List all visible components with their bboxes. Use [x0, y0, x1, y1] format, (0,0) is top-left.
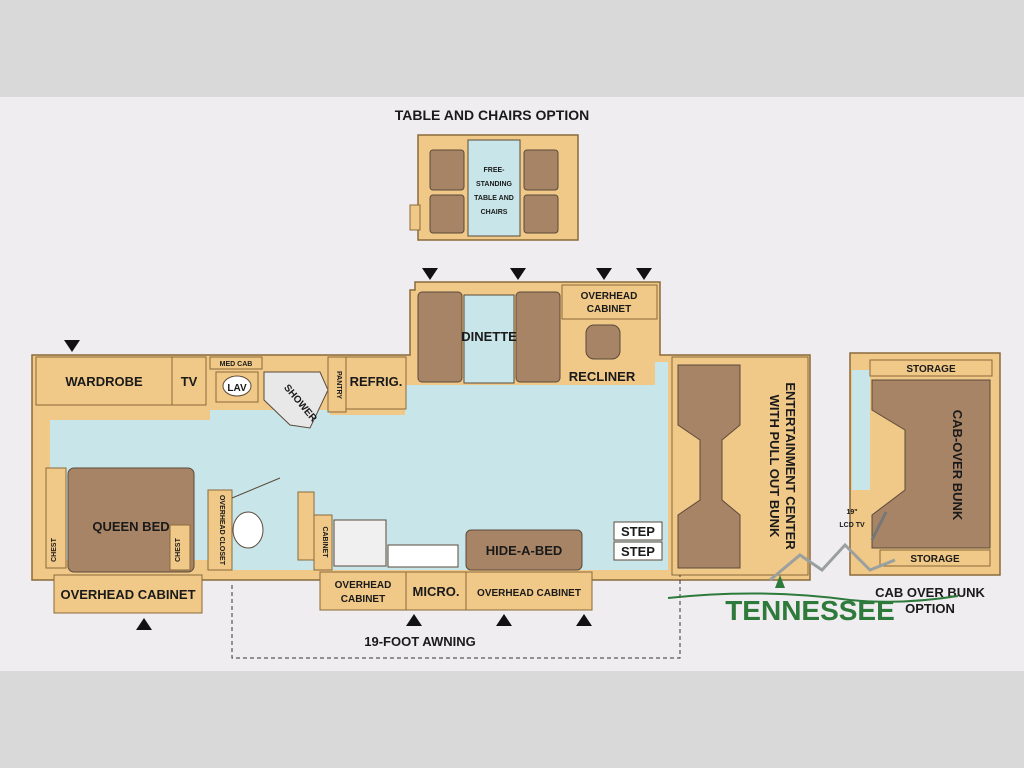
overhead-cabinet-top	[561, 284, 658, 320]
entertainment-label: WITH PULL OUT BUNK	[767, 395, 782, 538]
queen-bed	[67, 467, 195, 573]
closet-label: OVERHEAD CLOSET	[218, 495, 225, 566]
wardrobe-label: WARDROBE	[65, 374, 143, 389]
window-marker-icon	[136, 618, 152, 630]
hide-a-bed	[465, 529, 583, 571]
cabinet	[313, 514, 333, 571]
chair-icon	[429, 194, 465, 234]
table-label-line: FREE-	[484, 167, 506, 174]
cab-over-bunk-label: CAB-OVER BUNK	[950, 410, 965, 521]
cab-over-option: STORAGE CAB-OVER BUNK STORAGE 19" LCD TV…	[839, 352, 1001, 616]
dinette-seat-left	[417, 291, 463, 383]
step-label: STEP	[621, 524, 655, 539]
window-markers	[64, 268, 652, 630]
free-standing-table	[467, 139, 521, 237]
overhead-cabinet-label: OVERHEAD	[581, 291, 638, 302]
window-marker-icon	[510, 268, 526, 280]
dinette-table	[463, 294, 515, 384]
kitchen-sink-icon	[333, 519, 387, 567]
pantry-label: PANTRY	[335, 371, 342, 399]
main-floorplan: WARDROBE TV MED CAB LAV SHOWER PANTRY RE…	[31, 281, 811, 614]
table-option-title: TABLE AND CHAIRS OPTION	[395, 107, 589, 123]
bottom-band	[0, 671, 1024, 768]
wardrobe	[35, 356, 173, 406]
tennessee-logo: TENNESSEE	[667, 542, 959, 626]
overhead-cabinet-right	[465, 571, 593, 611]
overhead-cabinet-right-label: OVERHEAD CABINET	[477, 588, 581, 599]
closet	[207, 489, 233, 571]
stove-icon	[387, 544, 459, 568]
door-swing	[231, 477, 281, 499]
cab-over-option-label: OPTION	[905, 601, 955, 616]
overhead-cabinet-bed	[53, 574, 203, 614]
step-lower	[613, 541, 663, 561]
window-marker-icon	[64, 340, 80, 352]
sink-icon	[222, 375, 252, 397]
window-marker-icon	[422, 268, 438, 280]
table-label-line: STANDING	[476, 181, 513, 188]
storage-bottom	[879, 549, 991, 567]
overhead-cabinet-mid	[319, 571, 407, 611]
cab-over-bunk	[871, 379, 991, 549]
shower	[263, 371, 329, 429]
chest-right	[169, 524, 191, 571]
chest-left	[45, 467, 67, 569]
queen-bed-label: QUEEN BED	[92, 519, 169, 534]
awning-label: 19-FOOT AWNING	[364, 634, 475, 649]
overhead-cabinet-label: CABINET	[587, 304, 631, 315]
cabinet-label: CABINET	[321, 526, 328, 558]
storage-top	[869, 359, 993, 377]
top-band	[0, 0, 1024, 97]
chest-label: CHEST	[51, 537, 58, 561]
dinette-label: DINETTE	[461, 329, 517, 344]
window-marker-icon	[596, 268, 612, 280]
tv-label: TV	[181, 374, 198, 389]
lav-label: LAV	[227, 383, 247, 394]
window-marker-icon	[406, 614, 422, 626]
step-label: STEP	[621, 544, 655, 559]
recliner-icon	[585, 324, 621, 360]
table-label-line: CHAIRS	[481, 209, 508, 216]
dinette-seat-right	[515, 291, 561, 383]
window-marker-icon	[636, 268, 652, 280]
awning: 19-FOOT AWNING	[231, 575, 681, 659]
hide-a-bed-label: HIDE-A-BED	[486, 543, 563, 558]
tv-cabinet	[171, 356, 207, 406]
toilet-icon	[232, 511, 264, 549]
lcd-tv-label: LCD TV	[839, 522, 865, 529]
refrigerator	[345, 356, 407, 410]
refrig-label: REFRIG.	[350, 374, 403, 389]
tree-icon	[775, 575, 785, 588]
med-cab-label: MED CAB	[220, 361, 253, 368]
overhead-cabinet-bed-label: OVERHEAD CABINET	[60, 587, 195, 602]
step-upper	[613, 521, 663, 541]
med-cabinet	[209, 356, 263, 370]
storage-label: STORAGE	[906, 364, 956, 375]
brand-wordmark: TENNESSEE	[725, 595, 895, 626]
overhead-cabinet-mid-label: OVERHEAD	[335, 580, 392, 591]
pull-out-bunk	[677, 364, 741, 569]
chest-label: CHEST	[175, 537, 182, 561]
recliner-label: RECLINER	[569, 369, 636, 384]
chair-icon	[429, 149, 465, 191]
entertainment-label: ENTERTAINMENT CENTER	[783, 382, 798, 550]
table-label-line: TABLE AND	[474, 195, 514, 202]
chair-icon	[523, 194, 559, 234]
window-marker-icon	[576, 614, 592, 626]
storage-label: STORAGE	[910, 554, 960, 565]
lcd-tv-icon	[870, 511, 888, 541]
overhead-cabinet-mid-label: CABINET	[341, 594, 385, 605]
lcd-tv-label: 19"	[846, 509, 857, 516]
window-marker-icon	[496, 614, 512, 626]
microwave	[405, 571, 467, 611]
chair-icon	[523, 149, 559, 191]
table-option-group: TABLE AND CHAIRS OPTION FREE- STANDING T…	[395, 107, 589, 241]
micro-label: MICRO.	[413, 584, 460, 599]
bath-wall	[297, 491, 315, 561]
